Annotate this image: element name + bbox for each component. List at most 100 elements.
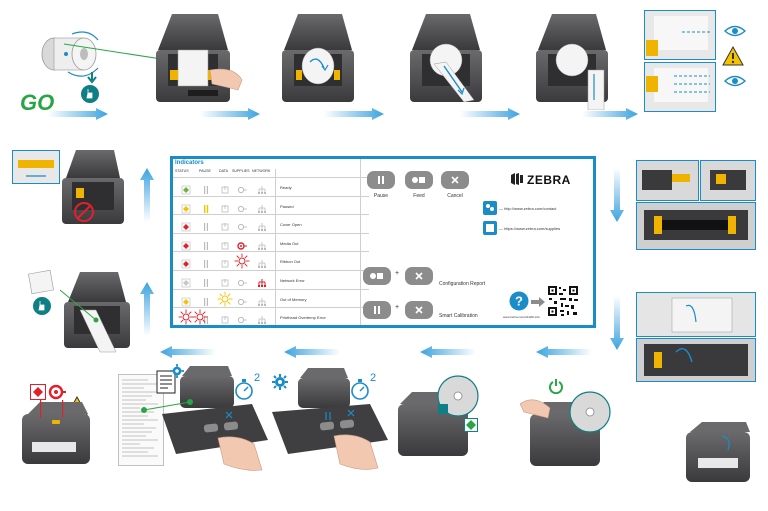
- indicator-led-icon: [201, 275, 210, 287]
- printer-config-report: [180, 366, 234, 408]
- step-arrow-right-1: [48, 108, 108, 120]
- cancel-button-combo[interactable]: [405, 267, 433, 285]
- media-sensor-detail-top: [644, 10, 716, 60]
- column-supplies: SUPPLIES: [232, 169, 250, 173]
- indicator-led-icon: [257, 294, 266, 306]
- column-network: NETWORK: [252, 169, 271, 173]
- pause-icon: [374, 306, 380, 314]
- pause-button-combo[interactable]: [363, 301, 391, 319]
- indicator-led-icon: [257, 219, 266, 232]
- indicator-row: Paused: [173, 195, 369, 216]
- indicator-led-icon: [189, 309, 208, 325]
- tap-hand-icon-2: [33, 297, 51, 315]
- column-pause: PAUSE: [199, 169, 211, 173]
- control-panel-closeup-2: [162, 404, 268, 471]
- indicator-row: Printhead Overtemp Error: [173, 307, 369, 327]
- qr-code-icon[interactable]: [547, 285, 579, 317]
- label-sheet-icon: [28, 270, 54, 294]
- supplies-url[interactable]: — https://www.zebra.com/supplies: [499, 226, 561, 231]
- indicator-led-icon: [257, 201, 266, 213]
- configuration-report-label: Configuration Report: [439, 281, 486, 287]
- step-arrow-right-2: [200, 108, 260, 120]
- step-arrow-left-4: [160, 346, 216, 358]
- zebra-logo-icon: [511, 173, 523, 185]
- down-arrow-icon: [87, 72, 97, 84]
- step-arrow-right-3: [324, 108, 384, 120]
- feed-icon: [370, 273, 383, 279]
- indicator-row-label: Out of Memory: [280, 296, 307, 302]
- indicator-led-icon: [181, 275, 191, 288]
- smart-calibration-label: Smart Calibration: [439, 313, 478, 319]
- stopwatch-icon: [351, 379, 369, 400]
- indicator-led-icon: [237, 294, 247, 305]
- cancel-x-icon: [451, 176, 459, 184]
- pause-label: Pause: [373, 193, 389, 199]
- indicator-led-icon: [201, 182, 210, 194]
- indicator-row-label: Ready: [280, 185, 292, 190]
- printer-open-rotate-roll: [282, 14, 354, 102]
- printer-open-closeup: [62, 150, 124, 224]
- indicator-led-icon: [181, 219, 191, 232]
- indicator-led-icon: [220, 201, 229, 212]
- printer-error-state: [22, 400, 90, 464]
- counter-2b: 2: [370, 372, 377, 384]
- gear-icon-2: [170, 364, 184, 378]
- indicator-row: Ready: [173, 177, 369, 197]
- eye-icon: [724, 25, 746, 37]
- printer-closed: [686, 422, 750, 482]
- indicator-row-label: Cover Open: [280, 222, 302, 228]
- warning-icon: [722, 46, 744, 66]
- qr-caption: www.zebra.com/zd420t-info: [503, 315, 540, 319]
- indicator-row-label: Network Error: [280, 278, 305, 283]
- indicator-reference-panel: Indicators STATUS PAUSE DATA SUPPLIES NE…: [170, 156, 596, 328]
- feed-label: Feed: [413, 193, 425, 199]
- printer-open-pull-media: [410, 14, 482, 103]
- feed-button[interactable]: [405, 171, 433, 189]
- pause-button[interactable]: [367, 171, 395, 189]
- indicator-led-icon: [201, 201, 210, 213]
- printer-calibration: [298, 368, 350, 408]
- contact-url[interactable]: — http://www.zebra.com/contact: [499, 206, 557, 211]
- step-arrow-down-2: [610, 296, 624, 350]
- control-panel-closeup: [272, 404, 388, 470]
- indicator-led-icon: [181, 238, 191, 251]
- indicator-row-label: Printhead Overtemp Error: [280, 315, 326, 321]
- cancel-button[interactable]: [441, 171, 469, 189]
- media-sensor-detail-bottom: [644, 62, 716, 112]
- indicator-led-icon: [220, 219, 229, 231]
- indicator-row: Network Error: [173, 270, 369, 290]
- indicator-led-icon: [237, 219, 247, 231]
- counter-2a: 2: [254, 372, 261, 384]
- indicator-led-icon: [175, 309, 194, 325]
- ribbon-load-detail: [636, 160, 756, 250]
- indicator-led-icon: [214, 291, 233, 307]
- indicator-row-label: Paused: [280, 203, 294, 209]
- indicator-led-icon: [201, 219, 210, 232]
- svg-text:?: ?: [515, 294, 523, 309]
- media-roll-illustration: [41, 31, 99, 77]
- cancel-button-combo-2[interactable]: [405, 301, 433, 319]
- gear-icon: [272, 374, 288, 390]
- indicator-row: Out of Memory: [173, 288, 369, 309]
- indicator-led-icon: [201, 256, 210, 269]
- indicator-led-icon: [220, 312, 229, 324]
- column-status: STATUS: [175, 169, 189, 173]
- indicator-row: Ribbon Out: [173, 251, 369, 271]
- printer-power-on: [520, 391, 611, 466]
- step-arrow-up-2: [140, 282, 154, 336]
- printer-feed-press: [398, 375, 479, 456]
- indicator-led-icon: [257, 312, 266, 325]
- indicator-led-icon: [257, 256, 266, 269]
- indicator-led-icon: [220, 238, 229, 250]
- leader-dot: [141, 399, 193, 413]
- contact-icon: [483, 201, 497, 215]
- printer-open-liner: [60, 272, 130, 353]
- pause-icon: [378, 176, 384, 184]
- indicator-row-label: Media Out: [280, 240, 299, 246]
- step-arrow-up-1: [140, 168, 154, 222]
- eye-icon-2: [724, 75, 746, 87]
- step-arrow-left-2: [420, 346, 476, 358]
- indicator-led-icon: [181, 182, 191, 195]
- feed-button-combo[interactable]: [363, 267, 391, 285]
- indicator-led-icon: [220, 275, 229, 287]
